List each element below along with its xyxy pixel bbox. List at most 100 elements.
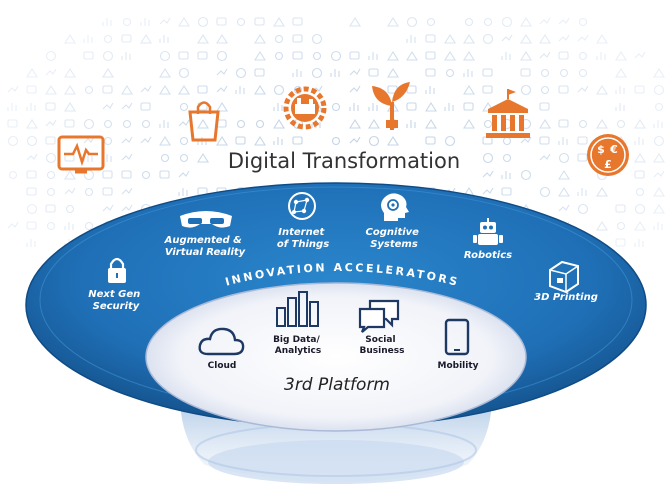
- background-glyph-icon: [444, 103, 454, 111]
- background-glyph-icon: [8, 170, 18, 180]
- background-glyph-icon: [558, 169, 570, 180]
- background-glyph-icon: [387, 50, 399, 61]
- background-glyph-icon: [653, 203, 665, 214]
- cloud-icon: [198, 327, 245, 356]
- background-glyph-icon: [311, 67, 323, 79]
- background-glyph-icon: [235, 136, 246, 145]
- background-glyph-icon: [45, 204, 56, 213]
- background-glyph-icon: [197, 51, 208, 60]
- background-glyph-icon: [596, 52, 606, 60]
- smartphone-icon: [444, 318, 470, 356]
- robot-icon: [473, 218, 503, 245]
- background-glyph-icon: [425, 68, 436, 77]
- background-glyph-icon: [520, 16, 532, 27]
- background-glyph-icon: [7, 103, 17, 111]
- background-glyph-icon: [653, 84, 665, 96]
- background-glyph-icon: [406, 16, 418, 28]
- background-glyph-icon: [83, 51, 94, 60]
- background-glyph-icon: [577, 136, 588, 145]
- background-glyph-icon: [368, 118, 380, 129]
- accelerator-label-security: Next Gen Security: [88, 289, 143, 312]
- background-glyph-icon: [102, 67, 114, 78]
- background-glyph-icon: [178, 51, 189, 60]
- background-glyph-icon: [635, 187, 645, 197]
- background-glyph-icon: [559, 68, 569, 78]
- background-glyph-icon: [273, 118, 285, 129]
- brain-head-icon: [381, 193, 409, 221]
- background-glyph-icon: [539, 153, 551, 161]
- background-glyph-icon: [577, 203, 589, 215]
- background-glyph-icon: [179, 153, 189, 163]
- page-title: Digital Transformation: [228, 149, 460, 173]
- background-glyph-icon: [122, 17, 132, 27]
- background-glyph-icon: [26, 221, 37, 230]
- background-glyph-icon: [331, 102, 341, 112]
- background-glyph-icon: [26, 203, 38, 215]
- background-glyph-icon: [464, 17, 474, 27]
- background-glyph-icon: [102, 170, 113, 179]
- background-glyph-icon: [178, 119, 190, 127]
- plant-plug-icon: [372, 82, 410, 130]
- accelerator-label-ar-vr: Augmented & Virtual Reality: [164, 235, 246, 258]
- background-glyph-icon: [178, 170, 190, 178]
- background-glyph-icon: [102, 204, 114, 212]
- background-glyph-icon: [26, 118, 38, 129]
- background-glyph-icon: [368, 103, 378, 111]
- background-glyph-icon: [65, 204, 75, 214]
- svg-text:$: $: [597, 143, 605, 156]
- background-glyph-icon: [596, 33, 608, 44]
- background-glyph-icon: [444, 135, 456, 147]
- background-glyph-icon: [558, 51, 569, 60]
- background-glyph-icon: [578, 68, 588, 78]
- background-glyph-icon: [558, 204, 570, 212]
- background-glyph-icon: [558, 119, 569, 128]
- background-glyph-icon: [426, 17, 436, 27]
- background-glyph-icon: [159, 135, 171, 146]
- background-glyph-icon: [121, 84, 133, 95]
- background-glyph-icon: [463, 33, 475, 44]
- background-glyph-icon: [540, 85, 550, 95]
- background-glyph-icon: [578, 119, 588, 129]
- background-glyph-icon: [463, 118, 475, 129]
- background-glyph-icon: [653, 186, 665, 197]
- background-glyph-icon: [349, 103, 359, 111]
- background-glyph-icon: [216, 50, 228, 62]
- background-glyph-icon: [121, 153, 133, 161]
- background-glyph-icon: [273, 84, 285, 96]
- background-glyph-icon: [615, 204, 626, 213]
- background-glyph-icon: [84, 221, 94, 231]
- background-glyph-icon: [178, 188, 188, 196]
- background-glyph-icon: [64, 84, 76, 95]
- background-glyph-icon: [26, 170, 37, 179]
- background-glyph-icon: [501, 52, 511, 60]
- background-glyph-icon: [26, 103, 36, 111]
- background-glyph-icon: [159, 50, 171, 62]
- background-glyph-icon: [349, 118, 361, 129]
- background-glyph-icon: [653, 120, 663, 128]
- background-glyph-icon: [121, 34, 132, 43]
- background-glyph-icon: [274, 34, 284, 44]
- background-glyph-icon: [596, 84, 608, 95]
- background-glyph-icon: [501, 16, 513, 28]
- background-glyph-icon: [539, 17, 551, 25]
- background-glyph-icon: [236, 119, 246, 129]
- background-glyph-icon: [425, 118, 437, 129]
- background-glyph-icon: [141, 170, 151, 180]
- background-glyph-icon: [254, 68, 265, 77]
- background-glyph-icon: [615, 238, 626, 247]
- background-glyph-icon: [292, 136, 303, 145]
- background-glyph-icon: [26, 85, 37, 94]
- third-platform-core: [145, 282, 527, 432]
- background-glyph-icon: [520, 84, 532, 96]
- background-glyph-icon: [444, 33, 456, 44]
- background-glyph-icon: [406, 35, 416, 43]
- background-glyph-icon: [520, 68, 531, 77]
- background-glyph-icon: [197, 16, 209, 28]
- background-glyph-icon: [292, 17, 303, 26]
- background-glyph-icon: [444, 50, 456, 61]
- bar-chart-icon: [276, 291, 319, 327]
- background-glyph-icon: [121, 187, 133, 195]
- background-glyph-icon: [482, 85, 493, 94]
- background-glyph-icon: [274, 51, 284, 61]
- shopping-bag-icon: [188, 101, 220, 142]
